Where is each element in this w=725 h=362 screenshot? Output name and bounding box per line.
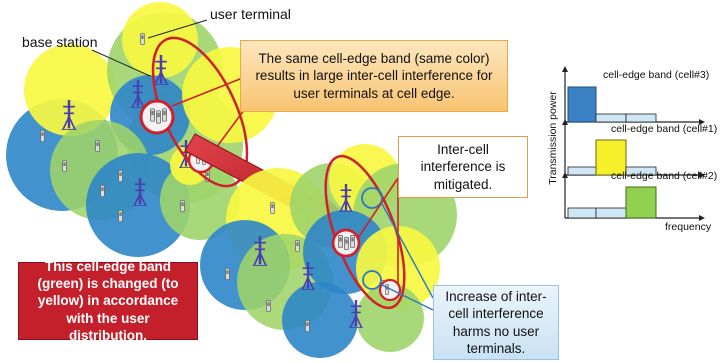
base-station-label: base station [22, 34, 98, 50]
user-terminal-icon [156, 110, 161, 124]
user-terminal-icon [150, 108, 155, 122]
cell-edge-band-bar [625, 186, 657, 219]
user-terminal-icon [180, 200, 185, 212]
no-harm-callout: Increase of inter-cell interference harm… [433, 285, 559, 360]
user-terminal-icon [266, 300, 271, 312]
transmission-power-chart [562, 66, 705, 221]
inner-band-bar [567, 166, 597, 176]
user-terminal-icon [344, 237, 349, 250]
cell-yellow [24, 44, 116, 136]
changed-band-callout: This cell-edge band (green) is changed (… [18, 259, 198, 343]
user-terminal-icon [350, 235, 355, 248]
inner-band-bar [595, 113, 627, 123]
terminal-highlight [378, 278, 402, 302]
chart-panel-label: cell-edge band (cell#1) [611, 123, 718, 135]
cell-edge-band-bar [595, 139, 627, 176]
label-leader [91, 49, 151, 77]
inner-band-bar [625, 113, 657, 123]
inner-band-bar [567, 207, 597, 219]
cluster-before [6, 2, 278, 257]
chart-panel-label: cell-edge band (cell#2) [611, 170, 718, 182]
user-terminal-icon [385, 284, 389, 295]
user-terminal-icon [118, 210, 123, 222]
user-terminal-icon [270, 202, 275, 214]
inner-band-bar [625, 166, 657, 176]
user-terminal-icon [100, 185, 105, 197]
cell-edge-band-bar [567, 86, 597, 123]
inner-band-bar [595, 207, 627, 219]
cell-edge-marker [361, 187, 383, 209]
chart-y-axis-label: Transmission power [547, 91, 559, 185]
label-leader [147, 19, 208, 39]
cell-yellow [122, 2, 198, 78]
user-terminal-icon [225, 268, 230, 280]
chart-panel-label: cell-edge band (cell#3) [603, 69, 710, 81]
user-terminal-icon [62, 160, 67, 172]
user-terminal-icon [140, 33, 145, 45]
cell-edge-marker [362, 270, 382, 290]
cell-blue [86, 153, 190, 257]
mitigated-callout: Inter-cell interference is mitigated. [398, 136, 528, 198]
user-terminal-label: user terminal [210, 6, 291, 22]
user-terminal-icon [118, 170, 123, 182]
user-terminal-icon [338, 235, 343, 248]
user-terminal-icon [95, 140, 100, 152]
user-terminal-icon [295, 240, 300, 252]
callout-connector [379, 201, 434, 311]
user-terminal-icon [162, 108, 167, 122]
cluster-after [200, 144, 457, 358]
user-terminal-icon [40, 130, 45, 142]
chart-x-axis-label: frequency [665, 221, 712, 233]
cell-blue [282, 282, 358, 358]
user-terminal-icon [305, 320, 310, 332]
same-band-callout: The same cell-edge band (same color) res… [240, 40, 508, 112]
